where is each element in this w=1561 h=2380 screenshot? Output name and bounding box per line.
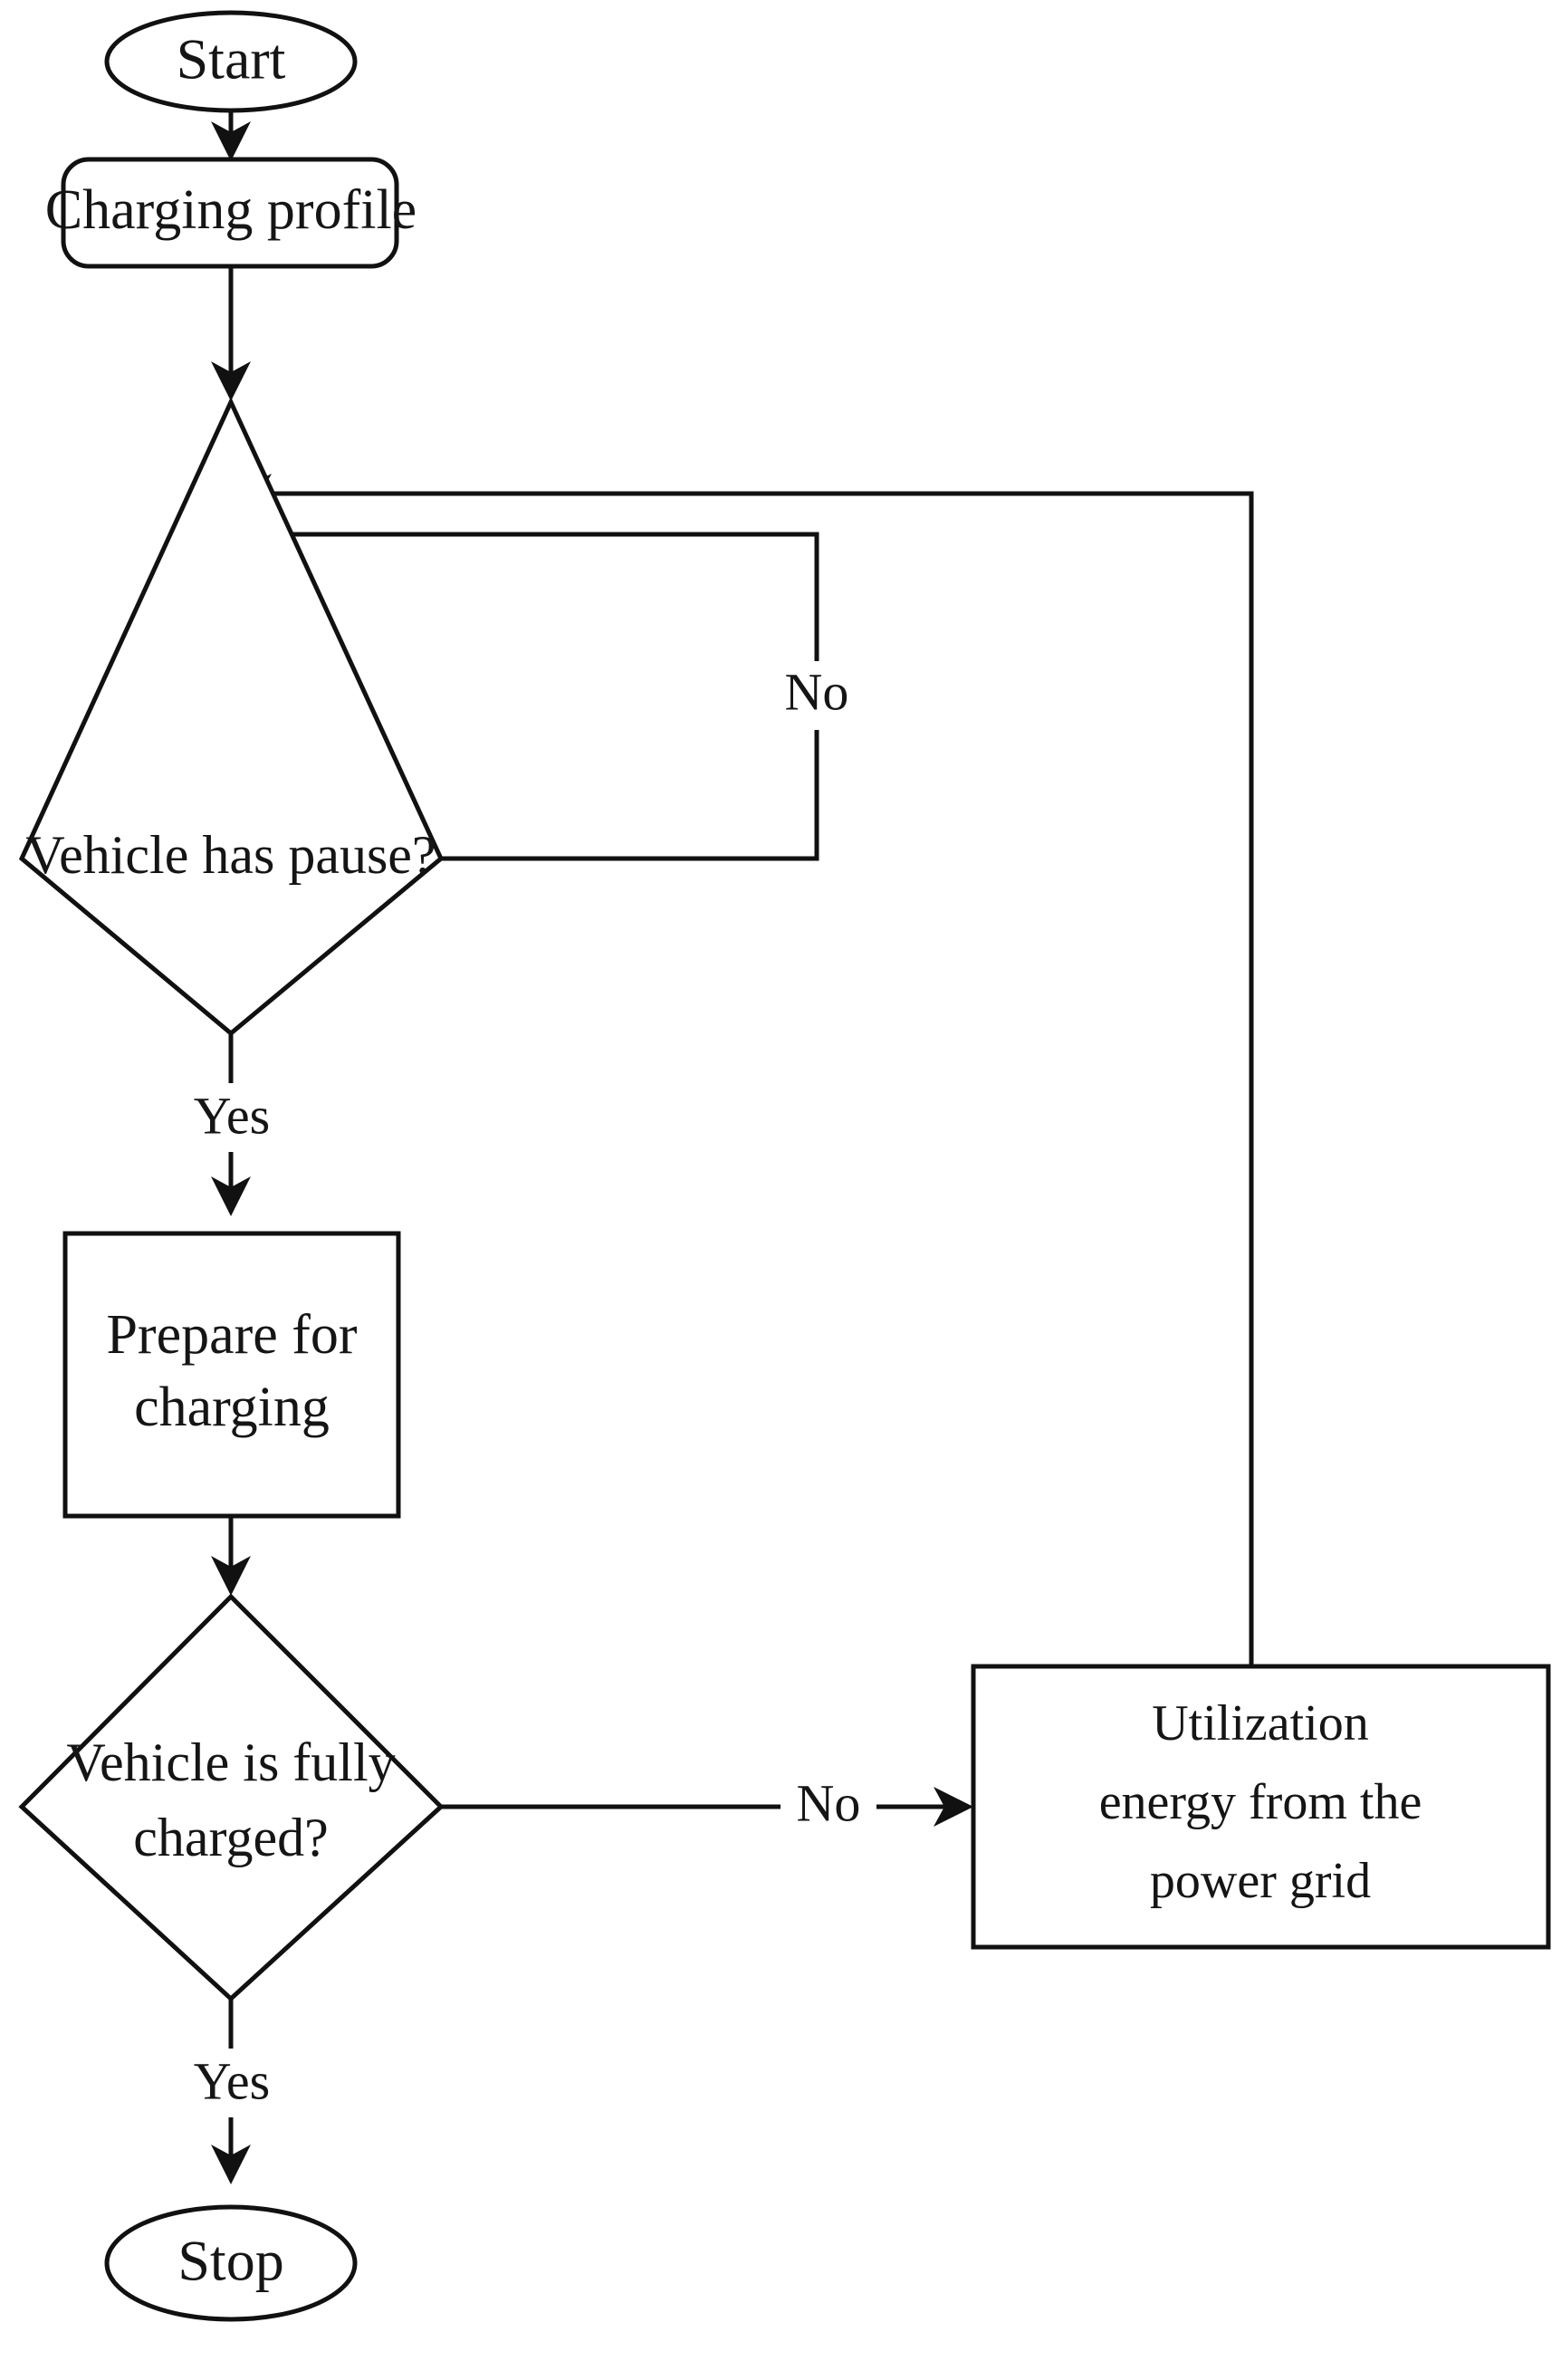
node-vehicle-has-pause-label: Vehicle has pause? — [25, 825, 436, 885]
node-utilization-energy-label-line1: Utilization — [1152, 1695, 1369, 1751]
edge-start-to-charging-profile — [211, 110, 251, 161]
node-vehicle-has-pause[interactable]: Vehicle has pause? — [18, 397, 445, 1037]
node-charging-profile-label: Charging profile — [45, 179, 417, 241]
edge-label-pause-yes-text: Yes — [194, 1086, 270, 1145]
edge-label-pause-yes: Yes — [177, 1083, 286, 1152]
node-utilization-energy-label-line3: power grid — [1150, 1853, 1371, 1909]
node-prepare-for-charging-label-line2: charging — [134, 1377, 330, 1438]
node-prepare-for-charging[interactable]: Prepare for charging — [62, 1231, 401, 1519]
node-utilization-energy-label-line2: energy from the — [1099, 1774, 1422, 1830]
edge-label-charged-no: No — [780, 1772, 876, 1841]
node-stop[interactable]: Stop — [104, 2204, 358, 2322]
node-utilization-energy[interactable]: Utilization energy from the power grid — [971, 1664, 1551, 1950]
node-vehicle-fully-charged[interactable]: Vehicle is fully charged? — [18, 1593, 445, 2002]
edge-prepare-to-fully-charged — [211, 1515, 251, 1596]
node-stop-label: Stop — [177, 2229, 283, 2293]
edge-charging-profile-to-pause — [211, 264, 251, 401]
edge-label-charged-no-text: No — [797, 1773, 861, 1832]
edge-label-charged-yes: Yes — [177, 2049, 286, 2117]
node-start[interactable]: Start — [104, 10, 358, 113]
edge-label-pause-no: No — [775, 661, 858, 730]
edge-label-pause-no-text: No — [785, 662, 849, 721]
node-charging-profile[interactable]: Charging profile — [45, 157, 417, 269]
node-vehicle-fully-charged-label-line1: Vehicle is fully — [66, 1732, 395, 1792]
node-start-label: Start — [177, 27, 286, 91]
node-vehicle-fully-charged-label-line2: charged? — [133, 1808, 328, 1867]
edge-fully-charged-no-to-utilization — [441, 1787, 973, 1827]
edge-label-charged-yes-text: Yes — [194, 2051, 270, 2110]
node-prepare-for-charging-label-line1: Prepare for — [106, 1304, 357, 1366]
